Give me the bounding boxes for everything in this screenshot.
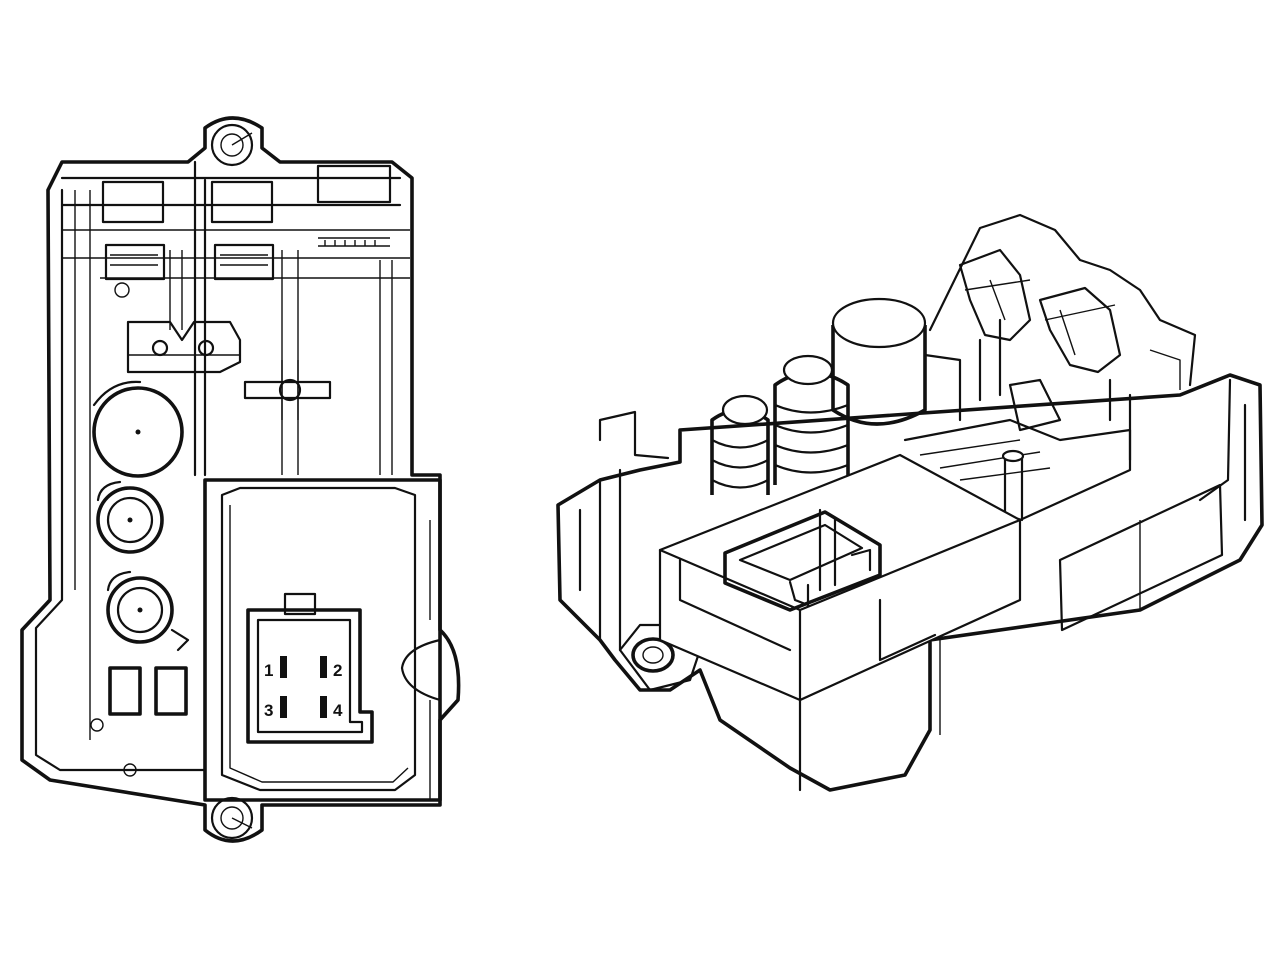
iso-base-outline bbox=[556, 373, 1264, 792]
iso-coil-left bbox=[710, 394, 770, 495]
pin-label-4: 4 bbox=[333, 701, 343, 720]
bottom-mount-hole bbox=[210, 796, 254, 840]
iso-coil-right bbox=[773, 354, 850, 485]
pin-label-3: 3 bbox=[264, 701, 273, 720]
pin-2 bbox=[320, 656, 327, 678]
iso-post bbox=[1001, 449, 1025, 522]
pin-label-2: 2 bbox=[333, 661, 342, 680]
connector-housing bbox=[203, 478, 442, 802]
terminal-block bbox=[126, 320, 242, 374]
iso-connector-box bbox=[658, 453, 1022, 702]
iso-capacitor bbox=[831, 297, 962, 426]
window-left bbox=[108, 666, 142, 716]
pin-1 bbox=[280, 656, 287, 678]
window-right bbox=[154, 666, 188, 716]
pin-4 bbox=[320, 696, 327, 718]
capacitor-top bbox=[92, 380, 184, 478]
isometric-view bbox=[556, 213, 1264, 792]
iso-side-panel bbox=[1058, 483, 1224, 632]
pin-3 bbox=[280, 696, 287, 718]
clip-block bbox=[210, 180, 274, 224]
clip-block bbox=[104, 243, 166, 281]
top-mount-hole bbox=[210, 123, 254, 167]
clip-block bbox=[213, 243, 275, 281]
cross-target bbox=[243, 360, 332, 420]
front-housing-outline bbox=[20, 116, 461, 843]
pin-label-1: 1 bbox=[264, 661, 273, 680]
front-view: 1 2 3 4 bbox=[20, 116, 461, 843]
connector-socket: 1 2 3 4 bbox=[246, 592, 374, 744]
coil-top-2 bbox=[106, 570, 190, 652]
iso-clip-assembly bbox=[928, 213, 1197, 462]
coil-top-1 bbox=[96, 480, 164, 554]
top-latch bbox=[316, 164, 392, 204]
clip-block bbox=[101, 180, 165, 224]
